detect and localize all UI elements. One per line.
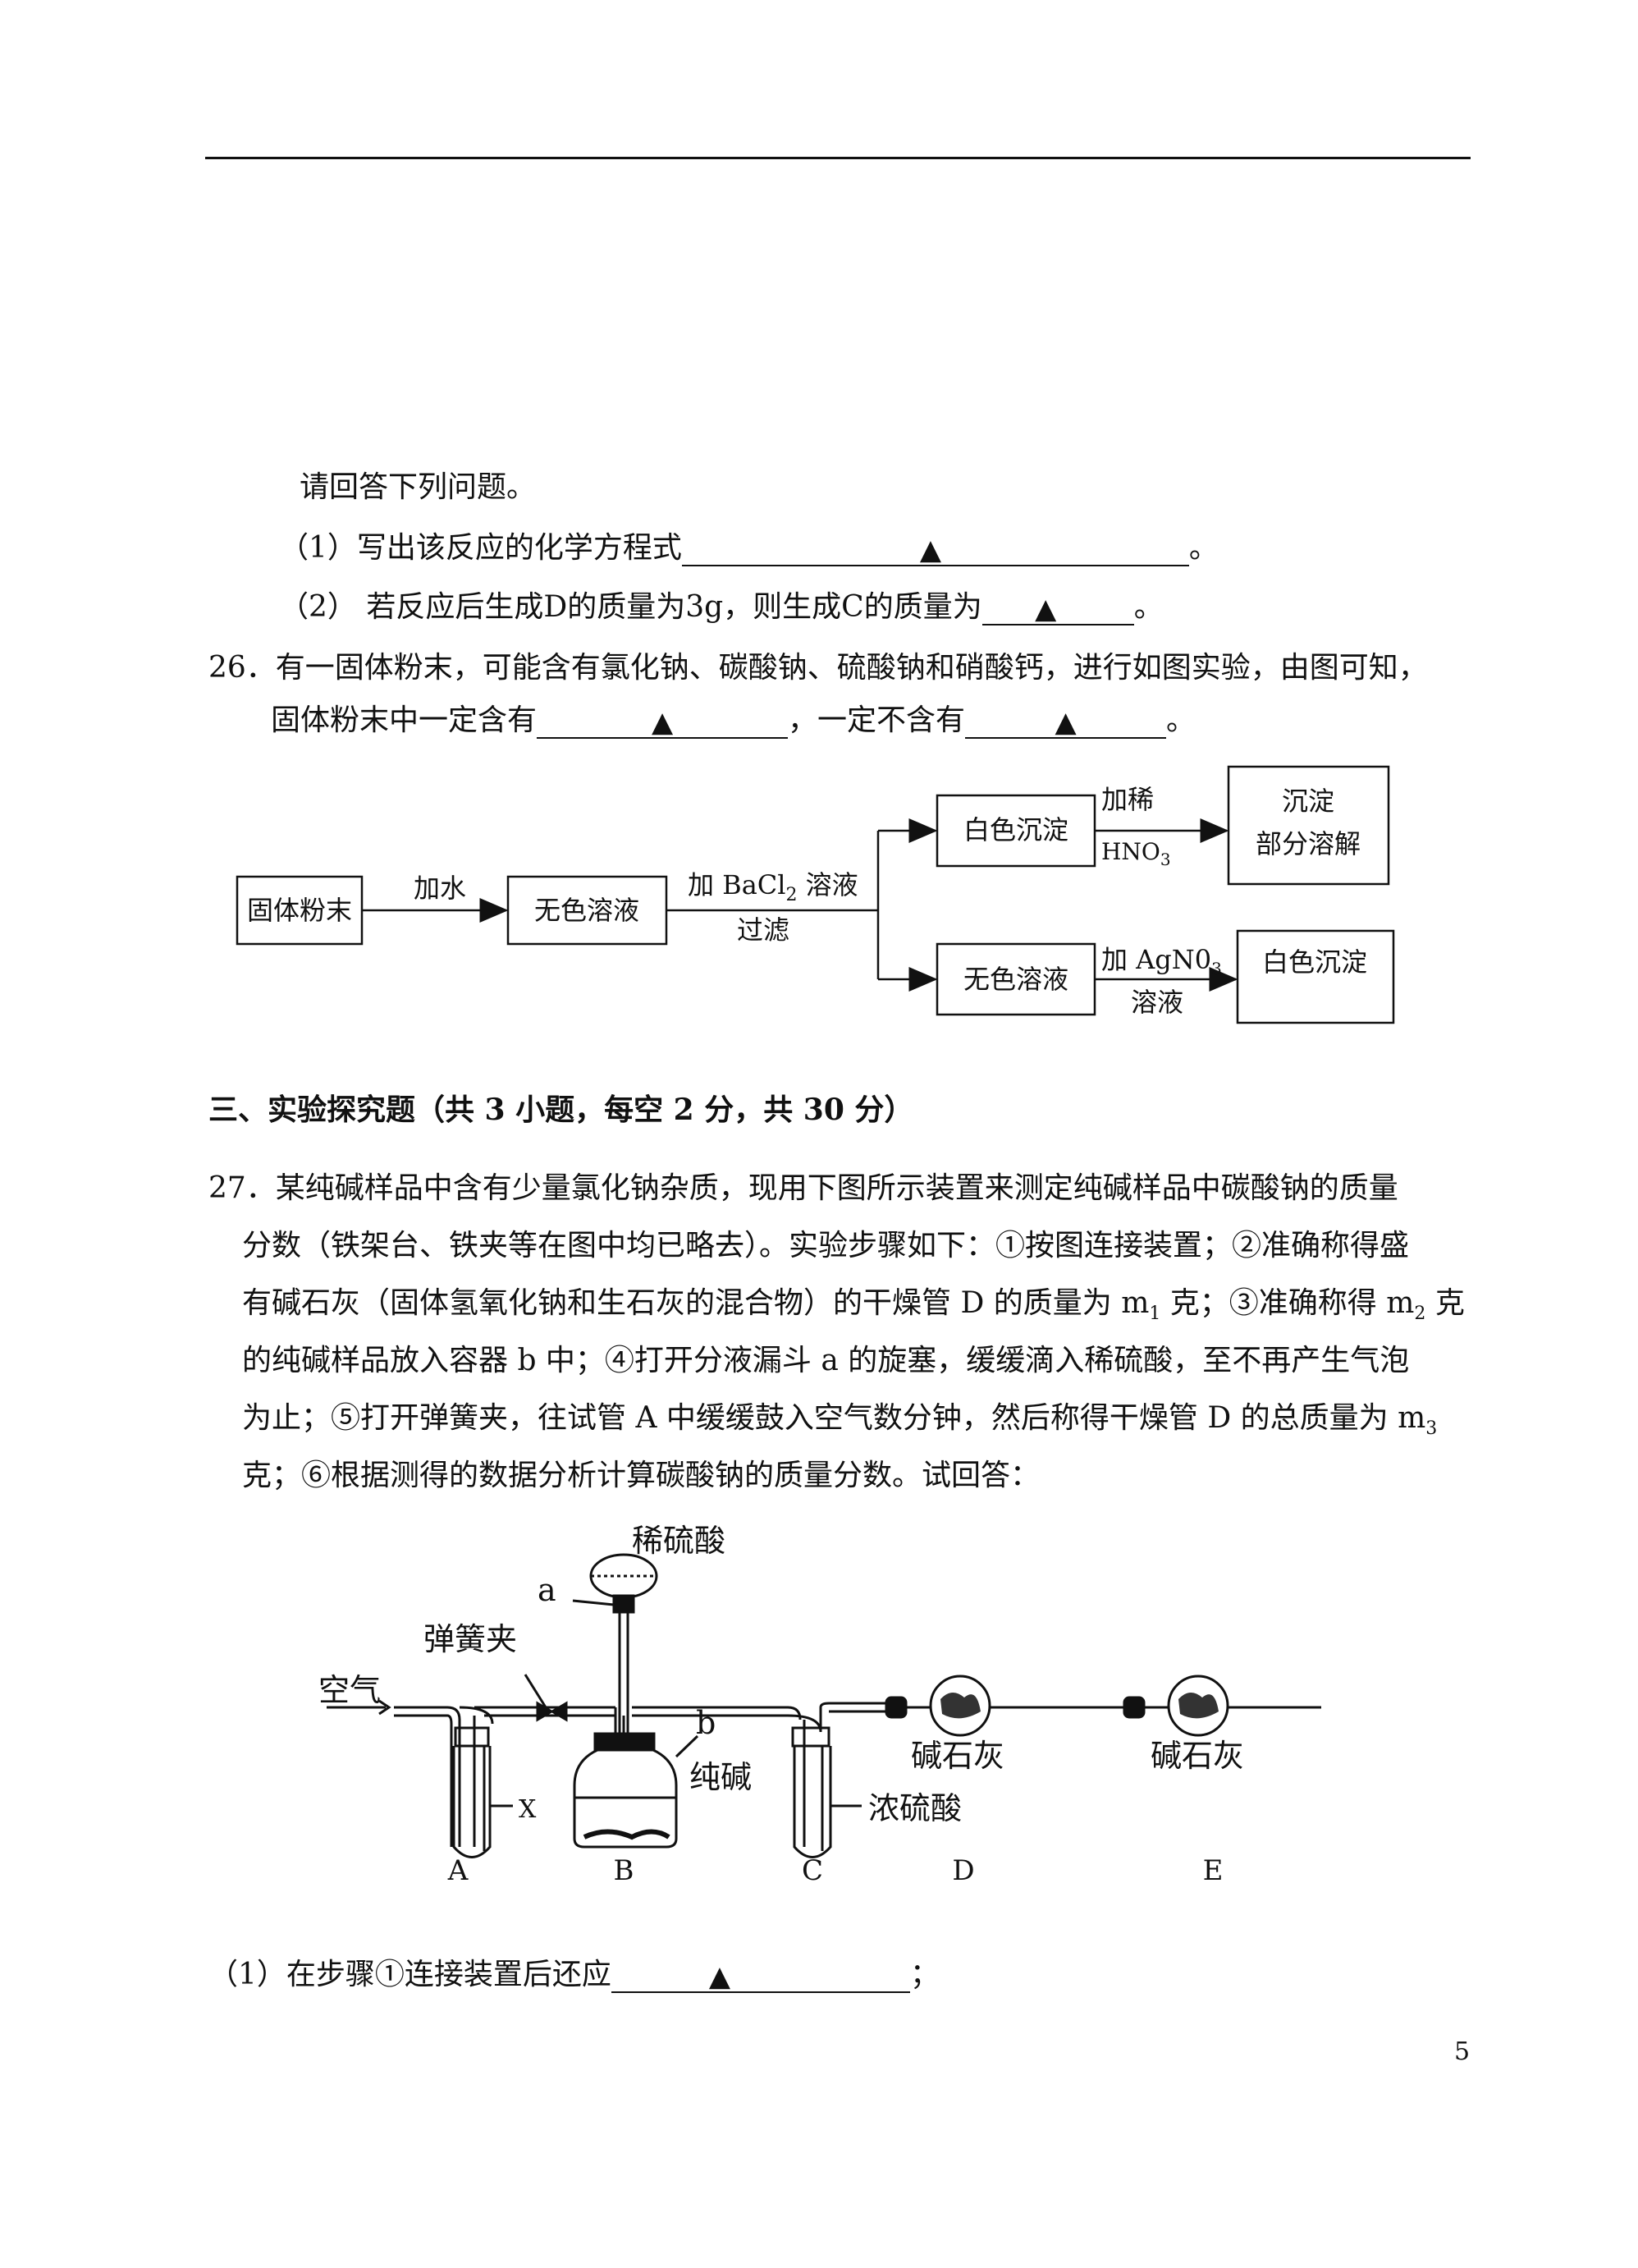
flow-label-bacl2-sub: 2 (786, 885, 798, 905)
soda-sample (583, 1829, 670, 1840)
q25-intro: 请回答下列问题。 (300, 470, 537, 504)
q25-part1-suffix: 。 (1188, 531, 1219, 565)
flow-label-filter: 过滤 (737, 914, 789, 946)
label-E: E (1203, 1854, 1224, 1887)
flow-label-colorless-2: 无色溶液 (963, 964, 1068, 995)
q26-line1: 26．有一固体粉末，可能含有氯化钠、碳酸钠、硫酸钠和硝酸钙，进行如图实验，由图可… (208, 651, 1428, 685)
q25-part1: （1）写出该反应的化学方程式 ▲ 。 (279, 530, 1219, 566)
q27-part1-answer-blank[interactable]: ▲ (611, 1959, 910, 1993)
label-soda-lime-E: 碱石灰 (1151, 1738, 1244, 1774)
tube-C-body (793, 1746, 832, 1858)
answer-triangle-icon: ▲ (1035, 593, 1057, 625)
q26-answer-blank-contains[interactable]: ▲ (537, 704, 789, 739)
spring-clamp-icon (536, 1701, 568, 1722)
flow-label-hno3: HNO3 (1101, 838, 1171, 869)
label-spring-clamp: 弹簧夹 (423, 1621, 517, 1657)
q27-line3-sub1: 1 (1149, 1304, 1161, 1324)
page-number: 5 (1454, 2037, 1471, 2066)
q27-line6: 克；⑥根据测得的数据分析计算碳酸钠的质量分数。试回答： (242, 1459, 1041, 1492)
funnel-stopcock (612, 1594, 635, 1614)
label-B: B (614, 1854, 634, 1887)
flow-label-bacl2-b: 溶液 (798, 869, 858, 900)
label-D: D (952, 1854, 974, 1887)
answer-triangle-icon: ▲ (1055, 706, 1077, 739)
container-B-stopper (593, 1732, 656, 1752)
tube-E-connector (1123, 1696, 1146, 1719)
label-air: 空气 (318, 1672, 381, 1708)
q26-line2: 固体粉末中一定含有 ▲ ，一定不含有 ▲ 。 (271, 703, 1196, 739)
q26-answer-blank-excludes[interactable]: ▲ (965, 704, 1167, 739)
flow-label-agno3-sub: 3 (1211, 959, 1222, 978)
flow-label-agno3-a: 加 AgN0 (1101, 944, 1211, 975)
flow-box-ppt-partial (1227, 765, 1390, 886)
label-x: X (519, 1795, 537, 1824)
flow-label-white-ppt-1: 白色沉淀 (963, 814, 1068, 845)
flow-label-solution: 溶液 (1131, 987, 1183, 1018)
flow-label-add-agno3: 加 AgN03 (1101, 944, 1222, 978)
q27-line2: 分数（铁架台、铁夹等在图中均已略去）。实验步骤如下：①按图连接装置；②准确称得盛 (242, 1229, 1410, 1262)
flow-label-dilute: 加稀 (1101, 784, 1154, 815)
flow-label-hno3-sub: 3 (1160, 850, 1171, 869)
q27-line3-b: 克；③准确称得 m (1160, 1286, 1415, 1320)
q27-line3-sub2: 2 (1414, 1304, 1426, 1324)
flow-label-white-ppt-2: 白色沉淀 (1262, 946, 1367, 978)
q27-part1-suffix: ； (909, 1958, 940, 1991)
label-C: C (802, 1854, 823, 1887)
tube-A-stopper (454, 1726, 490, 1748)
tube-C-stopper (791, 1726, 830, 1748)
label-conc-sulfuric-acid: 浓硫酸 (868, 1790, 962, 1826)
q27-apparatus-diagram: 稀硫酸 a 弹簧夹 空气 b 纯碱 X 浓硫酸 碱石灰 碱石灰 A B C D … (318, 1523, 1321, 1887)
header-rule (205, 157, 1471, 159)
label-A: A (447, 1854, 469, 1887)
q27-line3-c: 克 (1425, 1286, 1465, 1320)
q26-line2-suffix: 。 (1166, 703, 1196, 737)
flow-label-ppt-line1: 沉淀 (1282, 786, 1334, 817)
q25-part1-answer-blank[interactable]: ▲ (681, 532, 1189, 566)
tube-D-connector (885, 1696, 908, 1719)
q26-flowchart: 固体粉末 加水 无色溶液 加 BaCl2 溶液 过滤 白色沉淀 加稀 HNO3 … (236, 765, 1395, 1024)
drying-tube-D (929, 1675, 991, 1737)
q27-line1: 27．某纯碱样品中含有少量氯化钠杂质，现用下图所示装置来测定纯碱样品中碳酸钠的质… (208, 1171, 1398, 1205)
label-dilute-sulfuric-acid: 稀硫酸 (632, 1523, 725, 1559)
label-b: b (696, 1705, 716, 1741)
q27-line3-a: 有碱石灰（固体氢氧化钠和生石灰的混合物）的干燥管 D 的质量为 m (242, 1286, 1150, 1320)
q27-line3: 有碱石灰（固体氢氧化钠和生石灰的混合物）的干燥管 D 的质量为 m1 克；③准确… (242, 1285, 1465, 1332)
q27-line5: 为止；⑤打开弹簧夹，往试管 A 中缓缓鼓入空气数分钟，然后称得干燥管 D 的总质… (242, 1400, 1437, 1447)
flow-label-powder: 固体粉末 (247, 895, 352, 926)
q27-line5-a: 为止；⑤打开弹簧夹，往试管 A 中缓缓鼓入空气数分钟，然后称得干燥管 D 的总质… (242, 1401, 1426, 1435)
q27-part1: （1）在步骤①连接装置后还应 ▲ ； (208, 1957, 940, 1993)
q27-line5-sub: 3 (1425, 1418, 1438, 1439)
label-soda-ash: 纯碱 (689, 1759, 752, 1795)
label-a: a (538, 1572, 556, 1608)
label-soda-lime-D: 碱石灰 (911, 1738, 1004, 1774)
answer-triangle-icon: ▲ (651, 706, 674, 739)
q26-line2-mid: ，一定不含有 (788, 703, 966, 737)
answer-triangle-icon: ▲ (708, 1960, 730, 1993)
answer-triangle-icon: ▲ (919, 534, 941, 566)
q26-line2-prefix: 固体粉末中一定含有 (271, 703, 538, 737)
q25-part2-suffix: 。 (1133, 590, 1164, 624)
q27-part1-prefix: （1）在步骤①连接装置后还应 (208, 1958, 611, 1991)
q25-part2: （2） 若反应后生成D的质量为3g，则生成C的质量为 ▲ 。 (279, 589, 1164, 625)
flow-label-hno3-a: HNO (1101, 838, 1160, 865)
container-B-body (573, 1748, 678, 1849)
tube-A-body (452, 1746, 492, 1858)
section3-heading: 三、实验探究题（共 3 小题，每空 2 分，共 30 分） (208, 1093, 914, 1127)
q27-line4: 的纯碱样品放入容器 b 中；④打开分液漏斗 a 的旋塞，缓缓滴入稀硫酸，至不再产… (242, 1344, 1410, 1377)
flow-label-colorless-1: 无色溶液 (534, 895, 639, 926)
air-arrow-head (378, 1699, 391, 1716)
flow-label-bacl2-a: 加 BaCl (688, 869, 786, 900)
flow-label-add-bacl2: 加 BaCl2 溶液 (688, 869, 858, 905)
flow-label-add-water: 加水 (414, 873, 466, 904)
q25-part2-answer-blank[interactable]: ▲ (981, 591, 1134, 625)
flow-label-ppt-line2: 部分溶解 (1256, 828, 1361, 859)
drying-tube-E (1167, 1675, 1229, 1737)
q25-part2-prefix: （2） 若反应后生成D的质量为3g，则生成C的质量为 (279, 590, 982, 624)
q25-part1-prefix: （1）写出该反应的化学方程式 (279, 531, 682, 565)
